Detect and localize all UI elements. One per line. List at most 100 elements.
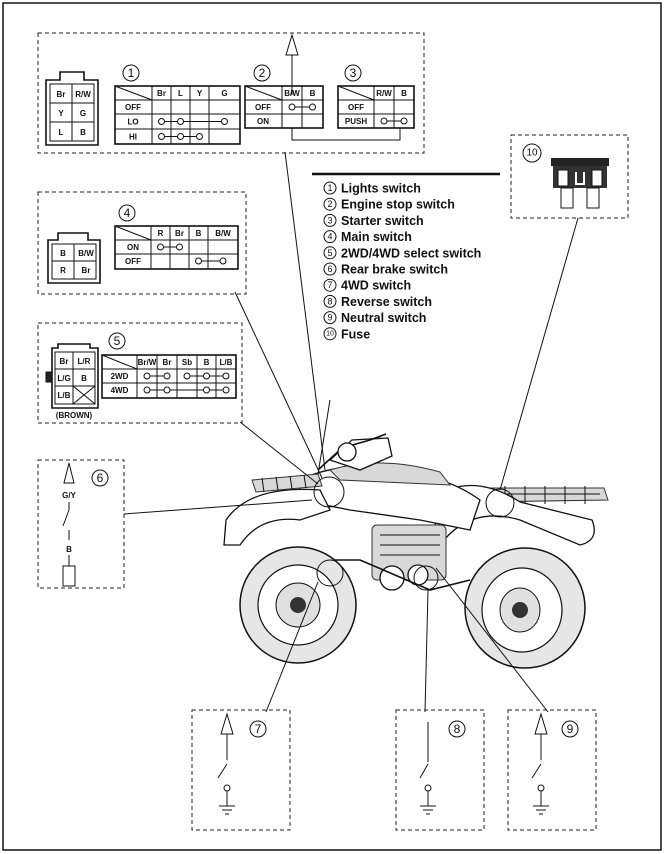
legend-item: 2 Engine stop switch [323,197,455,212]
column-header: B/W [215,229,231,238]
legend-number: 1 [327,183,332,193]
connector-cell: L [59,128,64,137]
location-neutral-switch [413,565,439,591]
legend-number-circle [323,246,337,260]
row-label: LO [127,118,138,127]
column-header: B [401,89,407,98]
legend-number: 8 [327,296,332,306]
fuse-icon [551,158,609,209]
legend-number-circle [323,197,337,211]
connector-cell: B [80,128,86,137]
row-label: ON [127,243,139,252]
callout-1-circle [122,64,140,82]
row-label: OFF [125,103,141,112]
legend-number-circle [323,311,337,325]
column-header: B [204,358,210,367]
legend-number-circle [323,181,337,195]
legend-label: Rear brake switch [341,263,448,277]
callout-8-circle [448,720,466,738]
neutral-switch-box [507,709,597,831]
column-header: B [196,229,202,238]
connector-cell: Br [60,357,69,366]
continuity-2wd [143,372,230,380]
atv-illustration [223,433,609,669]
column-header: Y [197,89,203,98]
legend-number-circle [323,230,337,244]
callout-5-circle [108,332,126,350]
connector-cell: B [81,374,87,383]
legend-number: 3 [327,215,332,225]
legend-item: 1 Lights switch [323,181,421,196]
legend-label: Reverse switch [341,295,432,309]
lights-connector: Br R/W Y G L B [45,71,99,146]
callout-3-number: 3 [350,66,357,80]
connector-cell: G [80,109,86,118]
legend-number: 10 [326,330,334,337]
column-header: R [158,229,164,238]
callout-6-number: 6 [97,471,104,485]
legend-number: 7 [327,280,332,290]
fuse-box [510,134,629,219]
column-header: Br [163,358,172,367]
legend-number-circle [323,262,337,276]
legend-label: Lights switch [341,182,421,196]
location-main-switch [313,476,345,508]
callout-6-circle [91,469,109,487]
connector-cell: L/R [78,357,91,366]
legend-item: 4 Main switch [323,230,412,244]
4wd-switch-box [191,709,291,831]
callout-9-number: 9 [567,722,574,736]
switch-link-wire [291,128,401,141]
wire-color-top: G/Y [62,491,76,500]
callout-3-circle [344,64,362,82]
callout-2-circle [253,64,271,82]
callout-5-number: 5 [114,334,121,348]
column-header: B/W [284,89,300,98]
connector-cell: Br [57,90,66,99]
select-switch-connector: Br L/R L/G B L/B (BROWN) [45,343,99,420]
legend-number: 2 [327,199,332,209]
select-switch-table: Br/W Br Sb B L/B 2WD 4WD [101,354,237,399]
connector-color-caption: (BROWN) [56,411,93,420]
column-header: B [310,89,316,98]
rear-brake-switch-symbol: G/Y B [62,462,77,587]
callout-10-number: 10 [526,148,538,159]
row-label: OFF [125,257,141,266]
row-label: OFF [255,103,271,112]
legend-label: 2WD/4WD select switch [341,246,481,260]
connector-cell: R [60,266,66,275]
legend-label: Main switch [341,230,412,244]
legend-label: Engine stop switch [341,198,455,212]
engine-stop-switch-table: B/W B OFF ON [244,85,324,129]
wire-color-bottom: B [66,545,72,554]
continuity-lo [158,118,228,125]
leader-lines [123,151,579,713]
column-header: Sb [182,358,192,367]
column-header: Br [175,229,184,238]
legend-item: 7 4WD switch [323,278,411,293]
continuity-on [157,243,183,251]
callout-7-number: 7 [255,722,262,736]
row-label: OFF [348,103,364,112]
legend-label: 4WD switch [341,279,411,293]
row-label: PUSH [345,117,367,126]
starter-switch-table: R/W B OFF PUSH [337,85,415,129]
continuity-4wd [143,386,230,394]
column-header: L [178,89,183,98]
callout-1-number: 1 [128,66,135,80]
legend-number: 4 [327,232,332,242]
legend-number: 6 [327,264,332,274]
callout-2-number: 2 [259,66,266,80]
row-label: 2WD [111,372,129,381]
legend-number-circle [323,213,337,227]
continuity-off [288,103,316,111]
connector-cell: Br [82,266,91,275]
connector-cell: Y [58,109,64,118]
select-switch-box [37,322,243,424]
callout-10-circle [522,143,542,163]
row-label: HI [129,133,137,142]
